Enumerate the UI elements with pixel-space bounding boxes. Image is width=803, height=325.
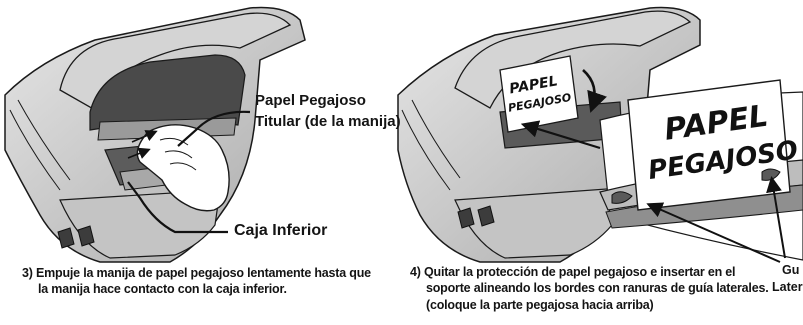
left-machine-illustration bbox=[4, 6, 306, 263]
insert-arrow bbox=[520, 120, 601, 150]
step4-caption-line2: soporte alineando los bordes con ranuras… bbox=[426, 281, 769, 295]
right-machine-illustration bbox=[397, 6, 701, 263]
step3-caption-line1: 3) Empuje la manija de papel pegajoso le… bbox=[22, 266, 371, 280]
step3-caption-line2: la manija hace contacto con la caja infe… bbox=[38, 282, 287, 296]
guide-arrow-right bbox=[766, 176, 786, 259]
magnified-inset bbox=[599, 79, 803, 261]
holder-label-line2: Titular (de la manija) bbox=[255, 113, 401, 130]
step4-caption-line1: 4) Quitar la protección de papel pegajos… bbox=[410, 265, 736, 279]
box-leader-line bbox=[127, 181, 228, 234]
holder-label-line1: Papel Pegajoso bbox=[255, 92, 366, 109]
guides-label-line2: Later bbox=[772, 280, 803, 294]
holder-leader-line bbox=[177, 110, 251, 147]
guide-arrow-left bbox=[646, 202, 781, 263]
guides-label-line1: Gu bbox=[782, 263, 800, 277]
step4-caption-line3: (coloque la parte pegajosa hacia arriba) bbox=[426, 298, 654, 312]
box-label: Caja Inferior bbox=[234, 222, 328, 239]
